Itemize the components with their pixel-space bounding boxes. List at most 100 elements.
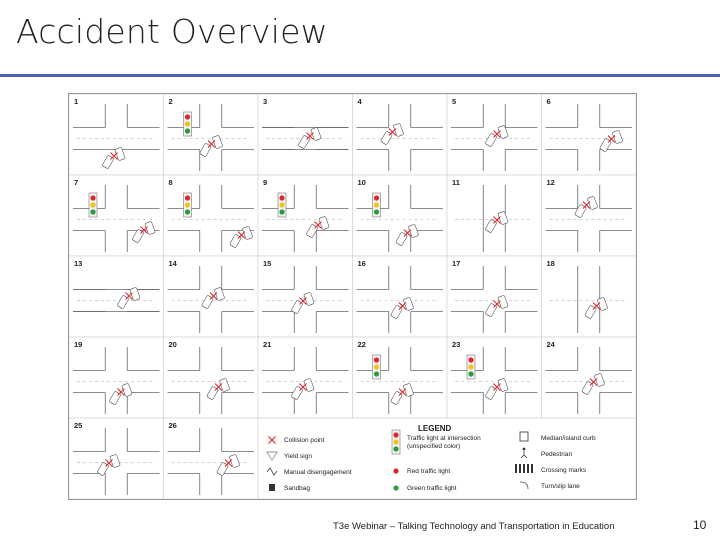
green-light-icon bbox=[393, 485, 399, 491]
sandbag-icon bbox=[269, 484, 275, 491]
collision-mark bbox=[306, 132, 314, 140]
cell-frame bbox=[446, 174, 542, 257]
collision-mark bbox=[209, 292, 218, 300]
cell-number: 8 bbox=[169, 178, 173, 187]
vehicle-body bbox=[497, 211, 509, 225]
cell-frame bbox=[446, 255, 542, 338]
pedestrian-icon bbox=[520, 451, 528, 459]
yellow-light-icon bbox=[373, 364, 380, 370]
green-light-icon bbox=[373, 209, 380, 215]
red-light-icon bbox=[393, 468, 399, 474]
vehicle-body bbox=[597, 297, 608, 311]
legend-label: Median/island curb bbox=[541, 435, 596, 442]
legend-label: Pedestrian bbox=[541, 451, 572, 458]
vehicle-body bbox=[318, 216, 330, 230]
vehicle-icon bbox=[242, 226, 253, 240]
vehicle-body bbox=[144, 221, 156, 235]
yellow-light-icon bbox=[184, 202, 191, 208]
legend-label: Red traffic light bbox=[407, 468, 450, 475]
yellow-light-icon bbox=[393, 439, 399, 445]
cell-frame bbox=[163, 336, 259, 419]
vehicle-body bbox=[594, 373, 605, 387]
yellow-light-icon bbox=[279, 202, 285, 208]
vehicle-body bbox=[403, 297, 414, 311]
accident-cell: 6 bbox=[541, 94, 636, 176]
collision-mark bbox=[388, 128, 397, 136]
accident-cell: 8 bbox=[163, 174, 259, 257]
crossing-marks-icon bbox=[515, 464, 517, 473]
collision-mark bbox=[592, 302, 601, 310]
yield-sign-icon bbox=[266, 451, 278, 461]
cell-frame bbox=[446, 336, 542, 419]
legend-label: (unspecified color) bbox=[407, 443, 460, 450]
vehicle-icon bbox=[318, 216, 330, 230]
vehicle-body bbox=[212, 135, 223, 149]
vehicle-icon bbox=[403, 297, 414, 311]
vehicle-body bbox=[219, 378, 230, 392]
vehicle-body bbox=[303, 378, 315, 392]
collision-mark bbox=[125, 292, 133, 300]
vehicle-body bbox=[129, 287, 141, 301]
cell-frame bbox=[69, 255, 164, 338]
collision-mark bbox=[117, 388, 125, 396]
cell-number: 18 bbox=[547, 259, 555, 268]
vehicle-body bbox=[242, 226, 253, 240]
vehicle-icon bbox=[587, 196, 598, 210]
cell-frame bbox=[352, 336, 448, 419]
collision-mark bbox=[493, 383, 501, 391]
crossing-marks-icon bbox=[531, 464, 533, 473]
red-light-icon bbox=[373, 195, 380, 201]
accident-cell: 16 bbox=[352, 255, 448, 338]
collision-mark bbox=[110, 152, 118, 160]
red-light-icon bbox=[468, 357, 474, 363]
accident-cell: 10 bbox=[352, 174, 448, 257]
legend-label: Crossing marks bbox=[541, 467, 587, 474]
pedestrian-icon bbox=[522, 447, 526, 451]
vehicle-icon bbox=[219, 378, 230, 392]
green-light-icon bbox=[468, 371, 474, 377]
page-number: 10 bbox=[693, 518, 707, 532]
median-curb-icon bbox=[519, 431, 529, 442]
collision-mark bbox=[589, 378, 598, 386]
yellow-light-icon bbox=[468, 364, 474, 370]
red-light-icon bbox=[393, 432, 399, 438]
collision-mark bbox=[214, 383, 223, 391]
red-light-icon bbox=[184, 195, 191, 201]
collision-mark bbox=[207, 140, 216, 148]
accident-cell: 3 bbox=[257, 94, 353, 176]
cell-frame bbox=[257, 336, 353, 419]
vehicle-icon bbox=[403, 383, 414, 397]
legend-label: Collision point bbox=[284, 437, 325, 444]
accident-cell: 1 bbox=[69, 94, 164, 176]
collision-mark bbox=[398, 388, 407, 396]
vehicle-icon bbox=[497, 295, 509, 309]
cell-number: 21 bbox=[263, 340, 271, 349]
vehicle-icon bbox=[612, 130, 623, 144]
turn-slip-lane-icon bbox=[519, 481, 529, 490]
cell-frame bbox=[352, 255, 448, 338]
crossing-marks-icon bbox=[519, 464, 521, 473]
legend-title: LEGEND bbox=[418, 424, 452, 433]
legend-label: Yield sign bbox=[284, 453, 312, 460]
cell-number: 2 bbox=[169, 97, 173, 106]
vehicle-icon bbox=[121, 383, 133, 397]
collision-mark bbox=[582, 201, 591, 209]
accident-cell: 19 bbox=[69, 336, 164, 419]
collision-mark bbox=[299, 297, 307, 305]
collision-mark bbox=[493, 130, 501, 138]
yellow-light-icon bbox=[184, 121, 191, 127]
accident-cell: 24 bbox=[541, 336, 636, 419]
collision-mark bbox=[299, 383, 307, 391]
legend-label: Manual disengagement bbox=[284, 469, 352, 476]
cell-frame bbox=[257, 174, 353, 257]
cell-number: 7 bbox=[74, 178, 78, 187]
yellow-light-icon bbox=[373, 202, 380, 208]
vehicle-icon bbox=[303, 378, 315, 392]
legend-frame bbox=[257, 417, 636, 499]
cell-number: 24 bbox=[547, 340, 556, 349]
legend-label: Green traffic light bbox=[407, 485, 457, 492]
vehicle-body bbox=[497, 378, 509, 392]
cell-frame bbox=[163, 417, 259, 499]
collision-mark bbox=[314, 221, 322, 229]
